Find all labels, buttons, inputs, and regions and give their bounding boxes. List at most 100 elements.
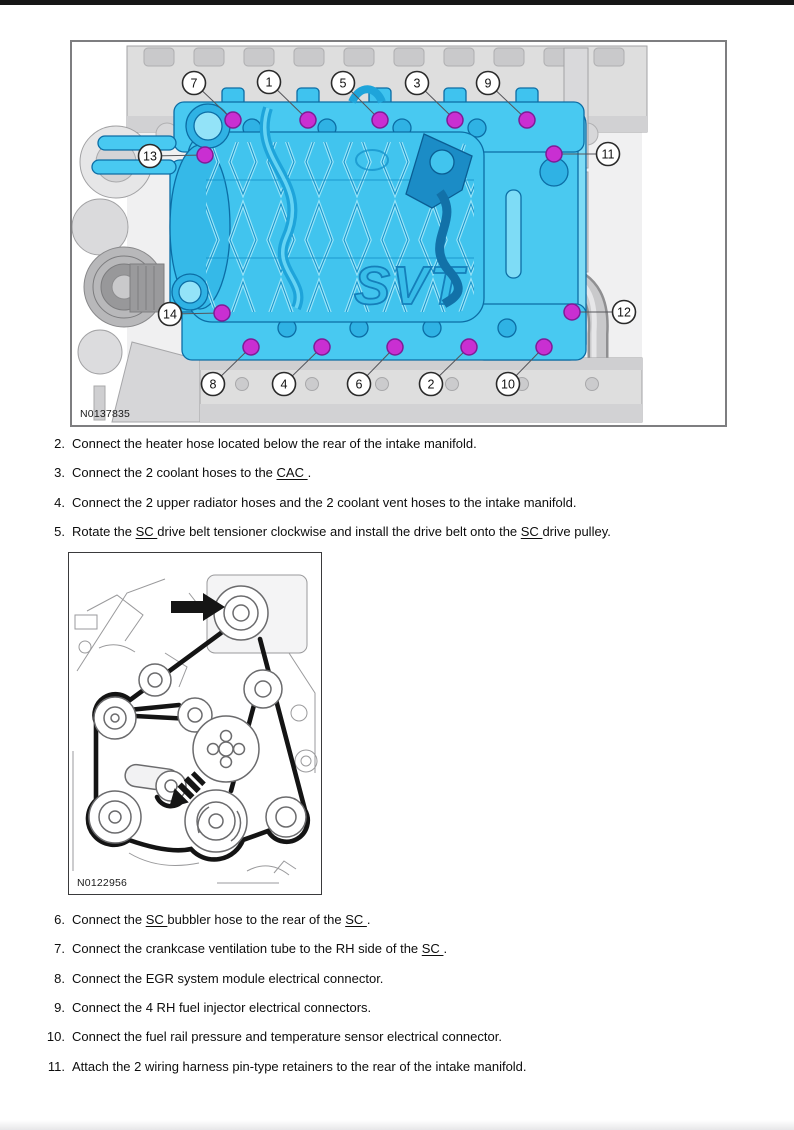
instruction-step: 3. Connect the 2 coolant hoses to the CAC… <box>0 458 794 487</box>
callout-balloon-10 <box>495 371 521 397</box>
step-number: 9. <box>54 1000 65 1016</box>
step-text-segment: Connect the crankcase ventilation tube t… <box>72 941 422 957</box>
bolt-dot-5 <box>371 111 389 129</box>
figure-ref-label: N0137835 <box>80 408 131 420</box>
glossary-term-link[interactable]: SC <box>421 941 444 957</box>
step-text-segment: . <box>366 912 371 928</box>
instruction-step: 10. Connect the fuel rail pressure and te… <box>0 1022 794 1051</box>
callout-balloon-13 <box>137 143 163 169</box>
instruction-step: 7. Connect the crankcase ventilation tube… <box>0 934 794 963</box>
instruction-step: 8. Connect the EGR system module electric… <box>0 964 794 993</box>
callout-balloon-6 <box>346 371 372 397</box>
pulleys-art <box>88 585 307 853</box>
step-text-segment: Connect the EGR system module electrical… <box>72 970 384 986</box>
step-text: Connect the fuel rail pressure and tempe… <box>72 1029 502 1044</box>
step-text: Connect the EGR system module electrical… <box>72 971 383 986</box>
step-text-segment: Connect the 2 upper radiator hoses and t… <box>72 494 577 510</box>
callout-balloon-9 <box>475 70 501 96</box>
step-number: 6. <box>54 912 65 928</box>
belt-install-arrow-icon <box>169 771 206 808</box>
callout-number: 7 <box>191 76 198 90</box>
callout-number: 5 <box>340 76 347 90</box>
callout-number: 3 <box>414 76 421 90</box>
rotation-arrow-icon <box>171 593 225 621</box>
bolt-dot-12 <box>563 303 581 321</box>
glossary-term-link[interactable]: SC <box>520 524 543 540</box>
glossary-term-link[interactable]: SC <box>345 912 367 928</box>
step-number: 4. <box>54 494 65 510</box>
instruction-step: 5.Rotate the SC drive belt tensioner clo… <box>0 517 794 546</box>
procedure-steps-upper: 2.Connect the heater hose located below … <box>0 429 794 546</box>
callout-balloon-5 <box>330 70 356 96</box>
step-text-segment: Connect the <box>72 912 146 928</box>
step-text: Connect the crankcase ventilation tube t… <box>72 941 447 956</box>
glossary-term-link[interactable]: CAC <box>276 465 308 481</box>
instruction-step: 2.Connect the heater hose located below … <box>0 429 794 458</box>
procedure-steps-lower: 6.Connect the SC bubbler hose to the rea… <box>0 905 794 1081</box>
step-text: Connect the 4 RH fuel injector electrica… <box>72 1000 371 1015</box>
instruction-step: 11. Attach the 2 wiring harness pin-type … <box>0 1051 794 1080</box>
step-text-segment: Connect the 2 coolant hoses to the <box>72 465 277 481</box>
callout-balloon-14 <box>157 301 183 327</box>
callout-balloon-4 <box>271 371 297 397</box>
step-number: 8. <box>54 970 65 986</box>
figure-drive-belt-routing[interactable]: N0122956 <box>68 552 322 895</box>
step-text: Rotate the SC drive belt tensioner clock… <box>72 524 611 539</box>
glossary-term-link[interactable]: SC <box>145 912 168 928</box>
bolt-dot-2 <box>460 338 478 356</box>
callout-number: 1 <box>266 75 273 89</box>
step-text-segment: drive pulley. <box>542 524 611 540</box>
glossary-term-link[interactable]: SC <box>135 524 158 540</box>
figure-ref-label: N0122956 <box>77 877 128 889</box>
step-text: Connect the 2 upper radiator hoses and t… <box>72 495 576 510</box>
callout-number: 6 <box>356 377 363 391</box>
callout-balloon-2 <box>418 371 444 397</box>
step-text-segment: . <box>307 465 312 481</box>
bolt-dot-6 <box>386 338 404 356</box>
bolt-dot-10 <box>535 338 553 356</box>
svt-embossed-text: SVT <box>354 256 467 316</box>
step-number: 7. <box>54 941 65 957</box>
bolt-dot-14 <box>213 304 231 322</box>
callout-number: 2 <box>428 377 435 391</box>
bolt-dot-1 <box>299 111 317 129</box>
supercharger-highlight-art: SVT <box>91 85 587 361</box>
step-number: 10. <box>46 1029 65 1045</box>
step-number: 11. <box>47 1058 65 1074</box>
step-text-segment: Attach the 2 wiring harness pin-type ret… <box>72 1058 527 1074</box>
callout-number: 14 <box>163 307 177 321</box>
step-text-segment: . <box>443 941 448 957</box>
step-number: 3. <box>54 465 65 481</box>
callout-number: 13 <box>143 149 157 163</box>
instruction-step: 4. Connect the 2 upper radiator hoses and… <box>0 488 794 517</box>
instruction-step: 6.Connect the SC bubbler hose to the rea… <box>0 905 794 934</box>
bolt-dot-8 <box>242 338 260 356</box>
callout-balloon-8 <box>200 371 226 397</box>
callout-number: 11 <box>602 147 615 161</box>
bolt-dot-3 <box>446 111 464 129</box>
callout-balloon-3 <box>404 70 430 96</box>
step-text-segment: Connect the heater hose located below th… <box>72 436 477 452</box>
callout-number: 8 <box>210 377 217 391</box>
callout-balloon-7 <box>181 70 207 96</box>
callout-balloon-1 <box>256 69 282 95</box>
bolt-dot-4 <box>313 338 331 356</box>
callout-number: 9 <box>485 76 492 90</box>
step-text: Attach the 2 wiring harness pin-type ret… <box>72 1059 527 1074</box>
step-text: Connect the 2 coolant hoses to the CAC . <box>72 465 311 480</box>
bolt-dot-11 <box>545 145 563 163</box>
callout-balloon-12 <box>611 299 637 325</box>
belt-routing-image <box>72 574 318 884</box>
instruction-step: 9. Connect the 4 RH fuel injector electri… <box>0 993 794 1022</box>
step-text-segment: Connect the 4 RH fuel injector electrica… <box>72 1000 372 1016</box>
callout-number: 10 <box>501 377 515 391</box>
bolt-dot-9 <box>518 111 536 129</box>
callout-number: 4 <box>281 377 288 391</box>
page-bottom-shadow <box>0 1120 794 1130</box>
callout-balloon-11 <box>595 141 621 167</box>
step-text-segment: Connect the fuel rail pressure and tempe… <box>72 1029 502 1045</box>
step-text-segment: Rotate the <box>72 524 136 540</box>
